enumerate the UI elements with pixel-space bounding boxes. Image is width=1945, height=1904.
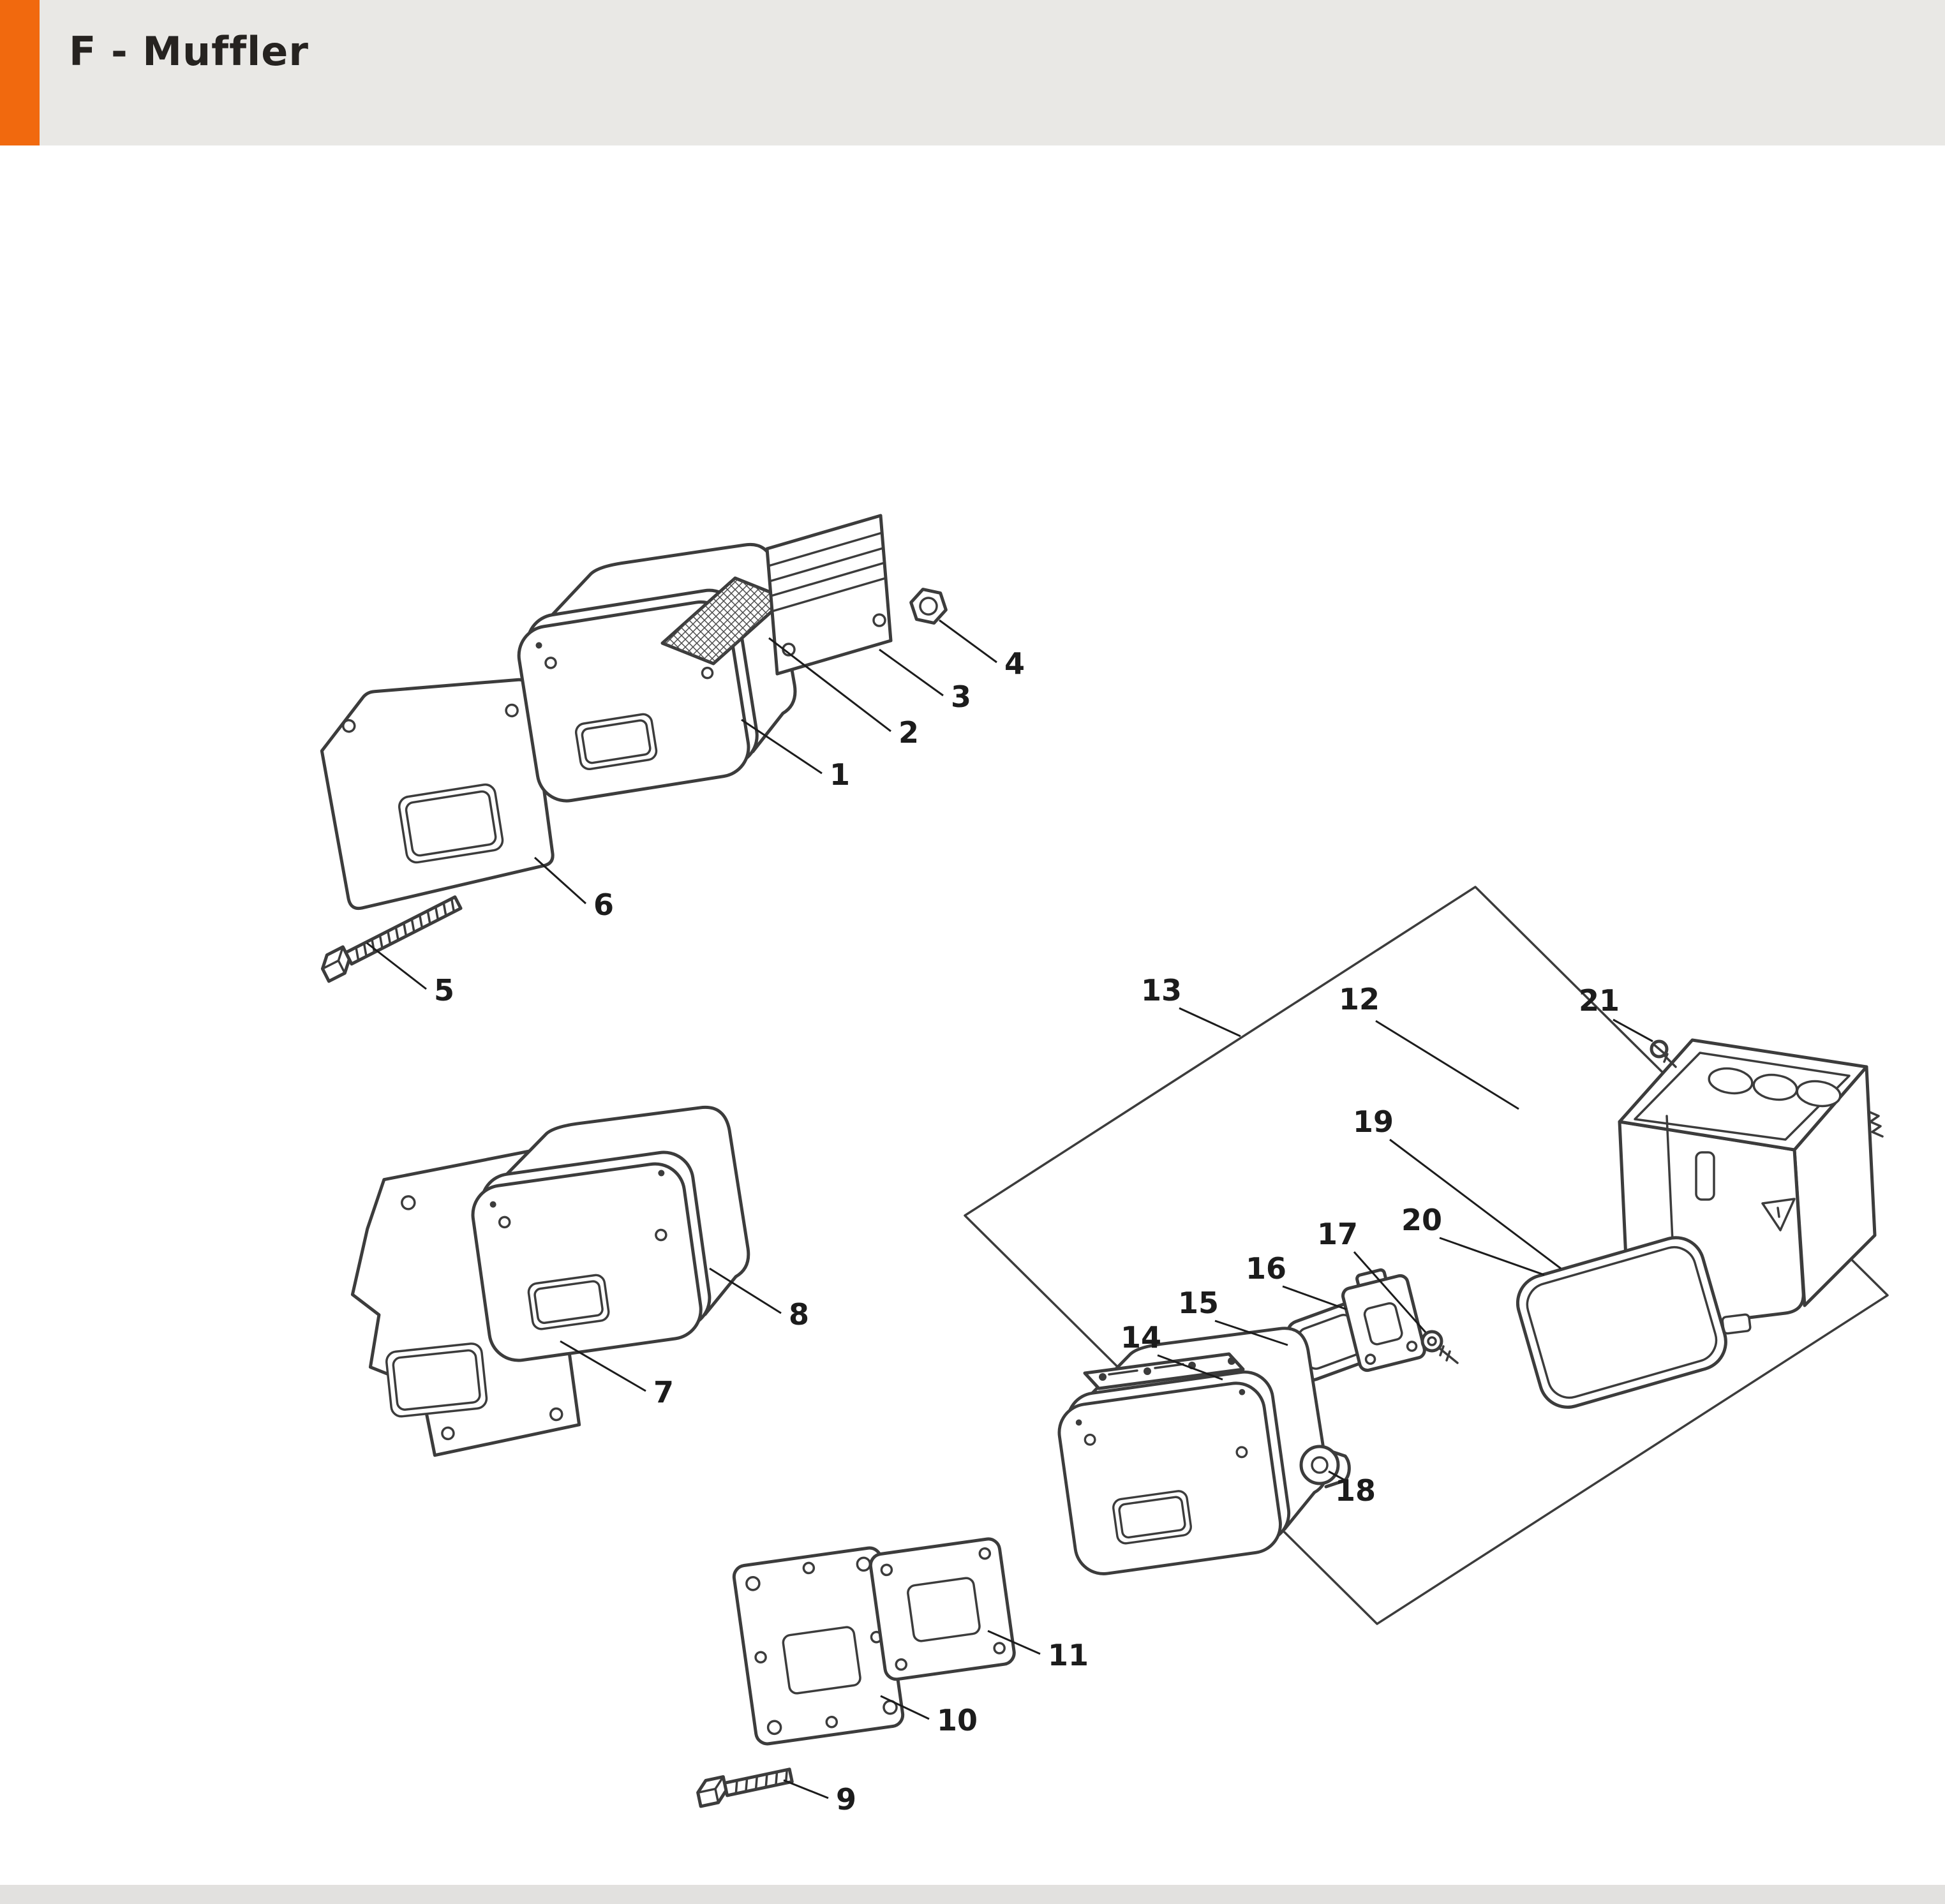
callout-18: 18 [1328,1470,1376,1508]
callout-2-label: 2 [898,715,919,750]
callout-6-leader [533,856,587,905]
callout-3: 3 [879,648,971,714]
callout-4-label: 4 [1004,646,1025,681]
callout-12-leader [1375,1020,1519,1110]
callout-3-label: 3 [951,680,971,714]
callout-7-label: 7 [653,1375,674,1409]
callout-16-leader [1282,1285,1347,1311]
part-9-bolt [696,1763,793,1806]
callout-11: 11 [987,1630,1089,1672]
callout-20-leader [1439,1237,1545,1276]
callout-7: 7 [560,1340,674,1409]
callout-19: 19 [1353,1104,1561,1270]
callout-5: 5 [366,942,454,1008]
callout-13-label: 13 [1141,973,1182,1008]
callout-6-label: 6 [593,888,614,922]
callout-1-label: 1 [830,757,850,792]
footer-strip [0,1885,1945,1904]
page-title: F - Muffler [69,28,309,75]
callout-11-label: 11 [1048,1638,1089,1672]
callout-15-leader [1214,1320,1288,1346]
part-16-plate [1341,1268,1426,1372]
callout-2-leader [768,637,891,733]
part-10-plate [732,1546,905,1746]
muffler-mount-bracket [1083,1352,1245,1390]
callout-9-label: 9 [836,1782,856,1817]
callout-7-leader [560,1340,646,1392]
callout-9: 9 [783,1779,856,1817]
callout-13-leader [1179,1007,1241,1038]
callout-8-label: 8 [789,1297,809,1332]
part-21-screw [1650,1039,1677,1068]
part-8-muffler [462,1103,759,1364]
part-11-gasket [868,1537,1016,1681]
part-6-gasket [320,678,555,911]
callout-20-label: 20 [1401,1203,1442,1237]
warning-triangle-icon [1761,1198,1796,1231]
callout-5-leader [366,942,427,990]
callout-4: 4 [939,619,1025,681]
callout-16: 16 [1246,1251,1347,1311]
callout-10-leader [880,1695,930,1720]
callout-21-label: 21 [1579,983,1620,1018]
callout-17: 17 [1317,1217,1427,1333]
callout-19-leader [1389,1138,1561,1270]
callout-21-leader [1613,1018,1653,1043]
page-header: F - Muffler [0,0,1945,145]
callout-1-leader [741,718,823,775]
callout-14-label: 14 [1121,1320,1161,1355]
callout-11-leader [987,1630,1041,1655]
callout-15-label: 15 [1178,1286,1219,1320]
callout-10-label: 10 [937,1703,978,1737]
callout-8: 8 [709,1267,809,1332]
part-4-nut [909,588,948,625]
part-3-cover [765,514,893,676]
callout-1: 1 [741,718,850,792]
callout-9-leader [783,1779,829,1799]
callout-3-leader [879,648,944,697]
callouts: 1 2 3 4 5 6 7 8 [366,619,1653,1817]
part-17-screw [1420,1330,1459,1364]
callout-8-leader [709,1267,782,1314]
callout-13: 13 [1141,973,1241,1038]
callout-14-leader [1157,1354,1223,1381]
accent-bar [0,0,40,145]
callout-2: 2 [768,637,919,750]
callout-5-label: 5 [434,973,454,1008]
callout-18-label: 18 [1335,1473,1376,1508]
callout-17-label: 17 [1317,1217,1358,1251]
callout-6: 6 [533,856,614,922]
callout-17-leader [1353,1251,1427,1333]
callout-12-label: 12 [1339,982,1380,1016]
callout-18-leader [1328,1470,1346,1482]
callout-4-leader [939,619,997,664]
callout-15: 15 [1178,1286,1288,1346]
callout-20: 20 [1401,1203,1545,1276]
part-18-spacer [1299,1445,1351,1489]
filter-cover-plate [1516,1236,1727,1409]
callout-16-label: 16 [1246,1251,1286,1286]
callout-12: 12 [1339,982,1519,1110]
callout-21: 21 [1579,983,1653,1043]
callout-14: 14 [1121,1320,1223,1381]
part-5-bolt [318,891,463,981]
part-1-muffler [507,539,807,805]
callout-10: 10 [880,1695,978,1737]
callout-19-label: 19 [1353,1104,1394,1139]
